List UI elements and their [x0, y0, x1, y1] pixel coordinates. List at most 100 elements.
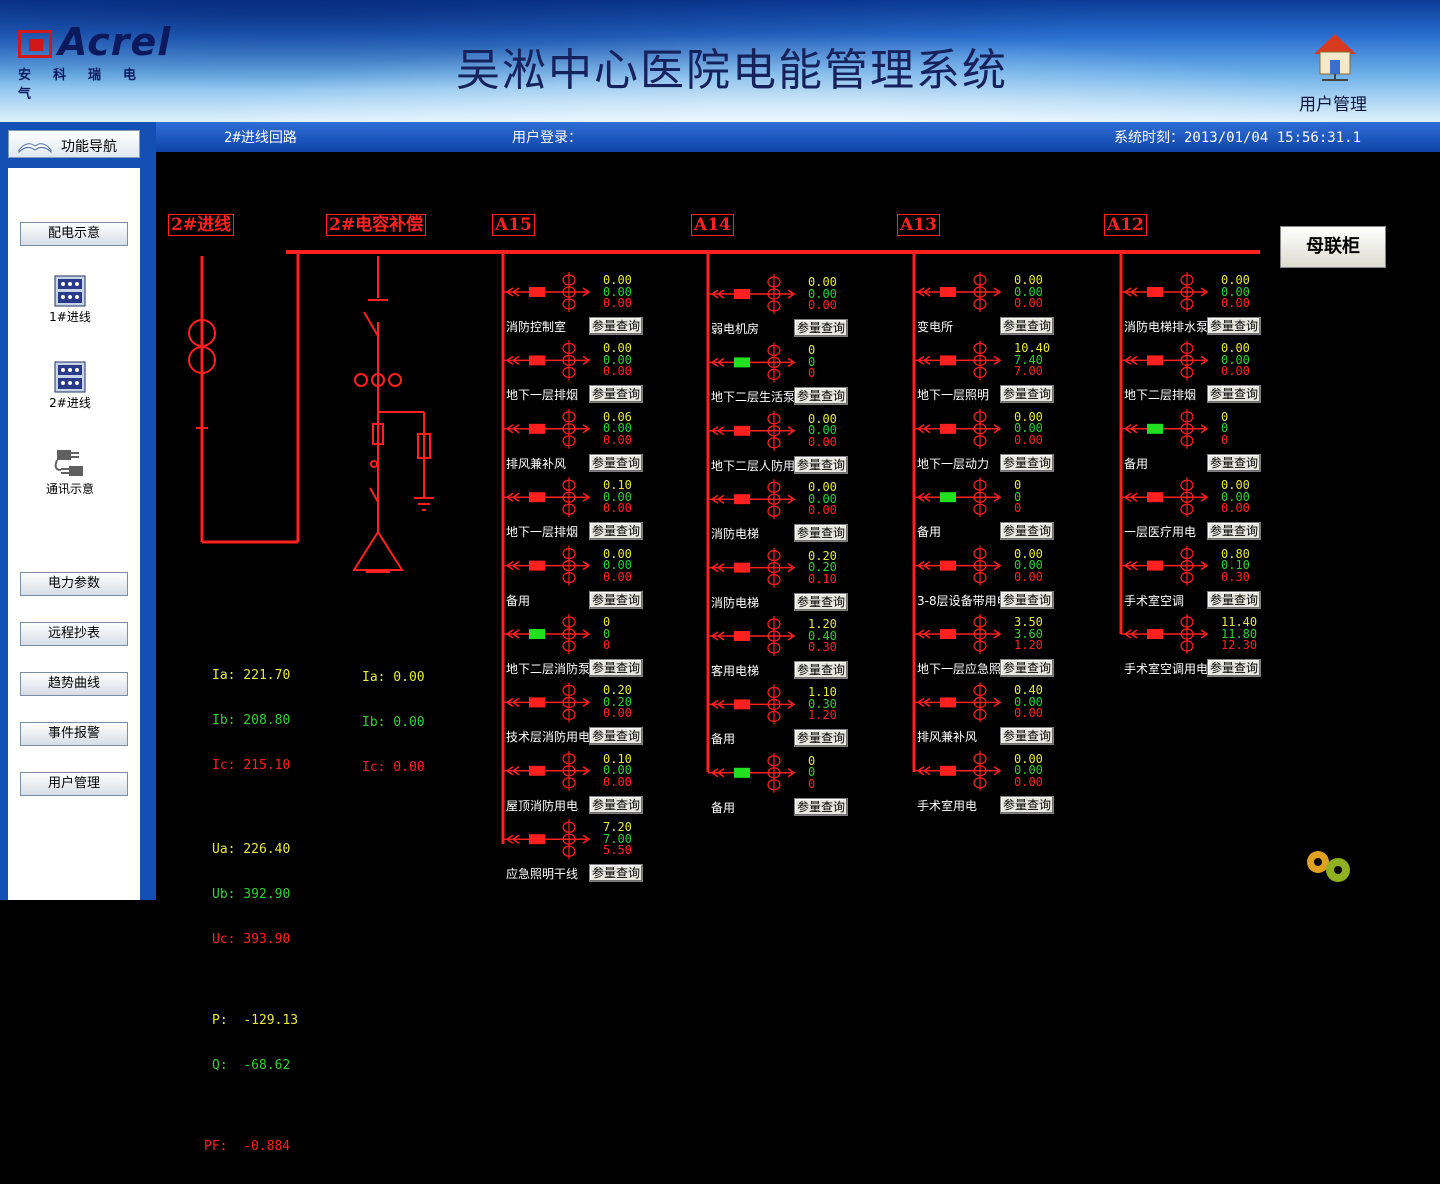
- arrow-icon: [787, 494, 796, 504]
- feeder-query-button[interactable]: 参量查询: [794, 319, 848, 337]
- feeder-value-2: 11.80: [1221, 626, 1258, 641]
- arrow-icon: [505, 560, 514, 571]
- arrow-icon: [716, 631, 725, 641]
- nav-power-diagram-button[interactable]: 配电示意: [20, 222, 128, 246]
- arrow-icon: [922, 355, 931, 366]
- nav-communication[interactable]: 通讯示意: [40, 446, 100, 497]
- nav-power-params-button[interactable]: 电力参数: [20, 572, 128, 596]
- nav-header: 功能导航: [8, 130, 140, 158]
- feeder-query-button[interactable]: 参量查询: [794, 387, 848, 406]
- feeder-query-button[interactable]: 参量查询: [794, 797, 848, 816]
- feeder-symbols: [503, 272, 1209, 860]
- feeder-value-2: 0.00: [808, 491, 837, 506]
- feeder-value-1: 0.00: [1221, 273, 1250, 287]
- feeder-value-3: 0.00: [603, 569, 632, 584]
- arrow-icon: [1200, 355, 1209, 366]
- feeder-query-button[interactable]: 参量查询: [589, 727, 643, 746]
- feeder-query-button[interactable]: 参量查询: [1000, 795, 1054, 814]
- feeder-value-2: 0: [603, 626, 611, 641]
- arrow-icon: [505, 287, 514, 297]
- feeder-query-button[interactable]: 参量查询: [794, 524, 848, 543]
- incoming-p: P: -129.13: [212, 1013, 299, 1028]
- capacitor-ia: Ia: 0.00: [362, 670, 425, 685]
- arrow-icon: [916, 697, 925, 708]
- feeder-query-button[interactable]: 参量查询: [794, 729, 848, 748]
- feeder-query-button[interactable]: 参量查询: [794, 592, 848, 611]
- nav-incoming-1[interactable]: 1#进线: [40, 274, 100, 325]
- feeder-query-button[interactable]: 参量查询: [1207, 317, 1261, 335]
- feeder-query-button[interactable]: 参量查询: [1000, 522, 1054, 541]
- feeder-query-button[interactable]: 参量查询: [1000, 385, 1054, 404]
- arrow-icon: [1200, 287, 1209, 297]
- feeder-query-button[interactable]: 参量查询: [1207, 659, 1261, 677]
- tie-cabinet-button[interactable]: 母联柜: [1280, 226, 1386, 268]
- feeder-query-button[interactable]: 参量查询: [589, 590, 643, 609]
- feeder-name: 备用: [711, 732, 736, 747]
- arrow-icon: [922, 629, 931, 639]
- arrow-icon: [993, 287, 1002, 297]
- feeder-query-button[interactable]: 参量查询: [589, 795, 643, 814]
- arrow-icon: [922, 287, 931, 297]
- arrow-icon: [787, 562, 796, 573]
- arrow-icon: [1123, 492, 1132, 502]
- feeder-value-3: 0.00: [1221, 296, 1250, 310]
- nav-trend-curve-button[interactable]: 趋势曲线: [20, 672, 128, 696]
- feeder-value-2: 0.00: [603, 558, 632, 573]
- feeder-name: 地下一层排烟: [506, 525, 579, 540]
- nav-user-management-button[interactable]: 用户管理: [20, 772, 128, 796]
- feeder-name: 手术室用电: [917, 798, 978, 813]
- incoming-label: 2#进线: [168, 214, 235, 236]
- nav-incoming-2[interactable]: 2#进线: [40, 360, 100, 411]
- feeder-query-button[interactable]: 参量查询: [794, 455, 848, 474]
- feeder-query-button[interactable]: 参量查询: [1207, 385, 1261, 404]
- feeder-value-2: 3.60: [1014, 626, 1043, 641]
- feeder-query-button[interactable]: 参量查询: [1000, 727, 1054, 746]
- feeder-name: 地下一层照明: [917, 388, 990, 403]
- feeder-query-button[interactable]: 参量查询: [1000, 453, 1054, 472]
- arrow-icon: [1123, 287, 1132, 297]
- feeder-value-2: 0.00: [1221, 489, 1250, 504]
- feeder-query-button[interactable]: 参量查询: [1207, 453, 1261, 472]
- nav-event-alarm-button[interactable]: 事件报警: [20, 722, 128, 746]
- user-management-top-button[interactable]: 用户管理: [1288, 30, 1378, 120]
- capacitor-ic: Ic: 0.00: [362, 760, 425, 775]
- feeder-value-1: 0.00: [808, 275, 837, 289]
- feeder-query-button[interactable]: 参量查询: [1207, 522, 1261, 541]
- feeder-name: 地下二层消防泵: [506, 662, 591, 676]
- breaker-state-indicator: [1147, 355, 1163, 366]
- breaker-state-indicator: [940, 629, 956, 639]
- feeder-query-button[interactable]: 参量查询: [1000, 590, 1054, 609]
- arrow-icon: [787, 357, 796, 368]
- arrow-icon: [916, 560, 925, 571]
- feeder-query-button[interactable]: 参量查询: [589, 385, 643, 404]
- feeder-query-button[interactable]: 参量查询: [589, 659, 643, 677]
- feeder-value-2: 7.40: [1014, 352, 1043, 367]
- arrow-icon: [1123, 629, 1132, 639]
- book-icon: [18, 143, 52, 154]
- arrow-icon: [511, 697, 520, 708]
- nav-remote-meter-button[interactable]: 远程抄表: [20, 622, 128, 646]
- feeder-query-button[interactable]: 参量查询: [589, 522, 643, 541]
- feeder-name: 消防电梯: [711, 595, 760, 610]
- feeder-query-button[interactable]: 参量查询: [589, 453, 643, 472]
- feeder-query-button[interactable]: 参量查询: [794, 661, 848, 679]
- feeder-query-button[interactable]: 参量查询: [589, 317, 643, 335]
- feeder-value-2: 0.00: [1014, 284, 1043, 299]
- system-time: 系统时刻：2013/01/04 15:56:31.1: [1114, 130, 1362, 146]
- incoming-measurements: Ia: 221.70 Ib: 208.80 Ic: 215.10 Ua: 226…: [204, 638, 299, 1184]
- feeder-query-button[interactable]: 参量查询: [1207, 590, 1261, 609]
- feeder-query-button[interactable]: 参量查询: [589, 864, 643, 883]
- feeder-name: 排风兼补风: [506, 456, 567, 471]
- feeder-query-button[interactable]: 参量查询: [1000, 317, 1054, 335]
- feeder-query-button[interactable]: 参量查询: [1000, 659, 1054, 677]
- feeder-value-2: 0.00: [603, 284, 632, 299]
- breaker-state-indicator: [529, 834, 545, 845]
- arrow-icon: [710, 699, 719, 710]
